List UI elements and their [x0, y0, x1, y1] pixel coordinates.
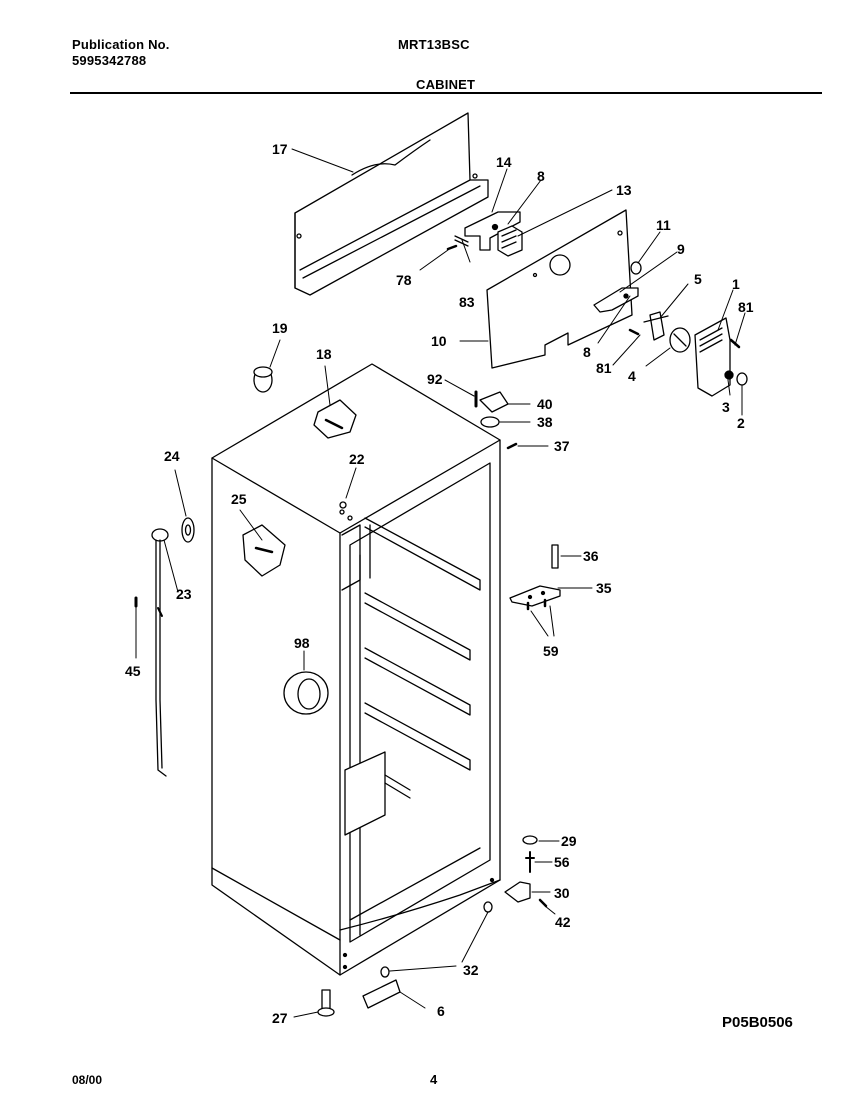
callout-37: 37 [554, 438, 570, 454]
callout-8-top: 8 [537, 168, 545, 184]
callout-30: 30 [554, 885, 570, 901]
callout-27: 27 [272, 1010, 288, 1026]
part-3-washer [724, 370, 734, 380]
callout-17: 17 [272, 141, 288, 157]
part-6-grille [362, 979, 401, 1009]
callout-83: 83 [459, 294, 475, 310]
callout-3: 3 [722, 399, 730, 415]
diagram-code: P05B0506 [722, 1014, 793, 1031]
part-5-shaft [643, 311, 669, 341]
part-81-screw-b [628, 328, 640, 336]
part-42-screw [538, 898, 548, 908]
section-title: CABINET [416, 77, 476, 92]
part-14-bracket [464, 211, 521, 251]
part-78-screw [446, 244, 458, 251]
callout-6: 6 [437, 1003, 445, 1019]
callout-98: 98 [294, 635, 310, 651]
part-36-hinge-pin [551, 544, 559, 569]
callout-13: 13 [616, 182, 632, 198]
part-11-grommet [630, 261, 642, 275]
part-59-screws [526, 598, 547, 611]
page-number: 4 [430, 1072, 438, 1087]
part-24-bushing [181, 517, 195, 543]
part-35-hinge [509, 585, 561, 607]
callout-19: 19 [272, 320, 288, 336]
part-1-housing [694, 317, 731, 397]
part-18-hinge-cover [313, 399, 357, 439]
callout-11: 11 [656, 217, 671, 233]
part-4-knob [669, 327, 691, 353]
part-56-pin [525, 851, 535, 873]
part-29-washer [522, 835, 538, 845]
callout-59: 59 [543, 643, 559, 659]
callout-56: 56 [554, 854, 570, 870]
part-27-leveling-leg [317, 989, 335, 1017]
callout-38: 38 [537, 414, 553, 430]
callout-40: 40 [537, 396, 553, 412]
callout-1: 1 [732, 276, 740, 292]
part-9-lever [593, 287, 639, 313]
part-83-clip [454, 235, 469, 247]
part-30-bracket [504, 881, 531, 903]
callout-78: 78 [396, 272, 412, 288]
part-25-hinge-cover [242, 524, 286, 577]
part-32-plug-b [380, 966, 390, 978]
callout-2: 2 [737, 415, 745, 431]
callout-9: 9 [677, 241, 685, 257]
callout-4: 4 [628, 368, 636, 384]
callout-81-right: 81 [738, 299, 754, 315]
callout-42: 42 [555, 914, 571, 930]
callout-22: 22 [349, 451, 365, 467]
callout-10: 10 [431, 333, 447, 349]
part-32-plug-a [483, 901, 493, 913]
part-10-control-panel [486, 209, 633, 369]
part-13-control [497, 225, 523, 257]
part-38-washer [480, 416, 500, 428]
publication-label: Publication No. [72, 37, 170, 52]
publication-number: 5995342788 [72, 53, 147, 68]
model-number: MRT13BSC [398, 37, 470, 52]
callout-5: 5 [694, 271, 702, 287]
callout-29: 29 [561, 833, 577, 849]
callout-14: 14 [496, 154, 512, 170]
header-rule [70, 92, 822, 94]
leader-lines [135, 148, 746, 1018]
callout-23: 23 [176, 586, 192, 602]
part-22-plug [339, 501, 347, 509]
callout-labels: 17 14 8 13 11 9 78 83 5 1 81 10 8 81 4 3… [125, 141, 754, 1026]
callout-35: 35 [596, 580, 612, 596]
callout-32: 32 [463, 962, 479, 978]
callout-92: 92 [427, 371, 443, 387]
part-19-plug [253, 366, 273, 393]
part-45-screw [134, 596, 163, 617]
callout-18: 18 [316, 346, 332, 362]
callout-45: 45 [125, 663, 141, 679]
callout-8-bottom: 8 [583, 344, 591, 360]
part-17-top-cover [294, 112, 489, 296]
callout-25: 25 [231, 491, 247, 507]
footer-date: 08/00 [72, 1073, 103, 1087]
cabinet-body [211, 363, 501, 976]
part-98-gasket [283, 671, 329, 715]
part-2-ring [736, 372, 748, 386]
callout-36: 36 [583, 548, 599, 564]
part-23-door-stop-rod [151, 528, 169, 777]
part-37-pin [506, 442, 518, 450]
callout-24: 24 [164, 448, 180, 464]
callout-81-left: 81 [596, 360, 612, 376]
part-40-hinge [479, 391, 509, 413]
